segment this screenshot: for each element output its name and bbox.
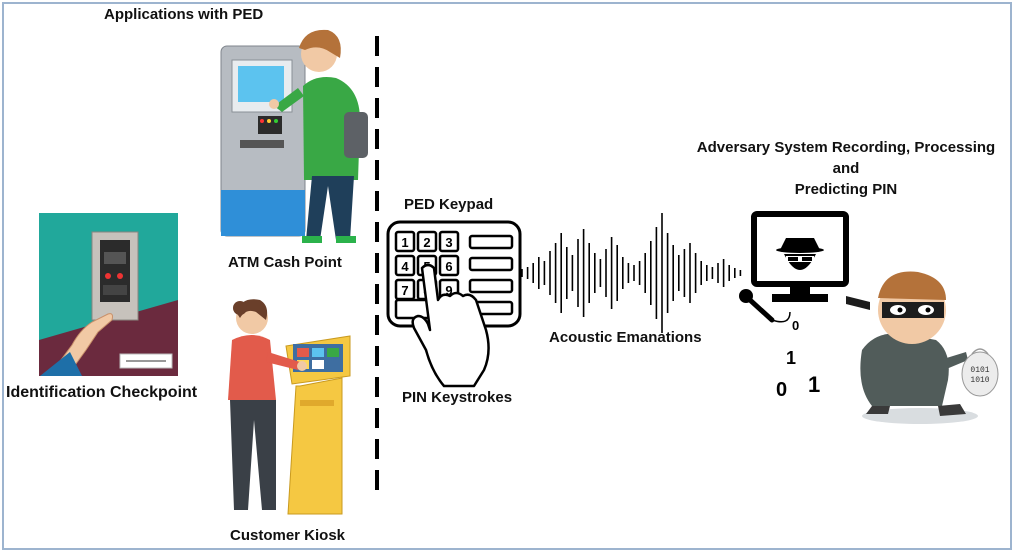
atm-user-illustration: [220, 29, 368, 243]
microphone-icon: [739, 289, 791, 323]
bag-digits: 1010: [970, 376, 989, 385]
bag-digits: 0101: [970, 366, 989, 375]
keypad-key: [416, 230, 438, 253]
keypad-key: [438, 254, 460, 277]
keypad-key: [394, 230, 416, 253]
keystrokes-label: PIN Keystrokes: [402, 389, 513, 406]
binary-digit: 0: [792, 318, 799, 333]
binary-digit: 1: [786, 348, 796, 368]
adversary-line-1: Adversary System Recording, Processing: [696, 139, 996, 156]
atm-label: ATM Cash Point: [228, 254, 342, 271]
acoustic-emanations-label: Acoustic Emanations: [549, 329, 702, 346]
binary-digit: 0: [776, 379, 787, 401]
monitor-spy-icon: [751, 211, 849, 302]
adversary-line-3: Predicting PIN: [794, 181, 898, 198]
id-checkpoint-illustration: [39, 213, 178, 376]
keypad-key-label: 2: [423, 235, 430, 250]
keypad-key-label: 3: [445, 235, 452, 250]
keypad-key-label: 4: [401, 259, 409, 274]
keypad-key-label: 7: [401, 283, 408, 298]
keypad-key: [394, 254, 416, 277]
binary-digit: 1: [808, 372, 820, 397]
adversary-line-2: and: [832, 160, 860, 177]
keypad-label: PED Keypad: [404, 196, 494, 213]
keypad-key-label: 1: [401, 235, 408, 250]
pointing-hand-icon: [411, 263, 490, 388]
sound-wave-icon: [521, 213, 742, 333]
kiosk-user-illustration: [228, 299, 351, 515]
keypad-key-label: 9: [445, 283, 452, 298]
adversary-system-label: Adversary System Recording, Processing a…: [676, 137, 1016, 200]
hacker-icon: 0101 1010: [846, 271, 999, 424]
diagram-title: Applications with PED: [104, 6, 264, 23]
binary-digits: 0 1 0 1: [776, 318, 820, 401]
keypad-key: [438, 230, 460, 253]
keypad-key-label: 6: [445, 259, 452, 274]
kiosk-label: Customer Kiosk: [230, 527, 346, 544]
identification-checkpoint-label: Identification Checkpoint: [6, 384, 198, 401]
